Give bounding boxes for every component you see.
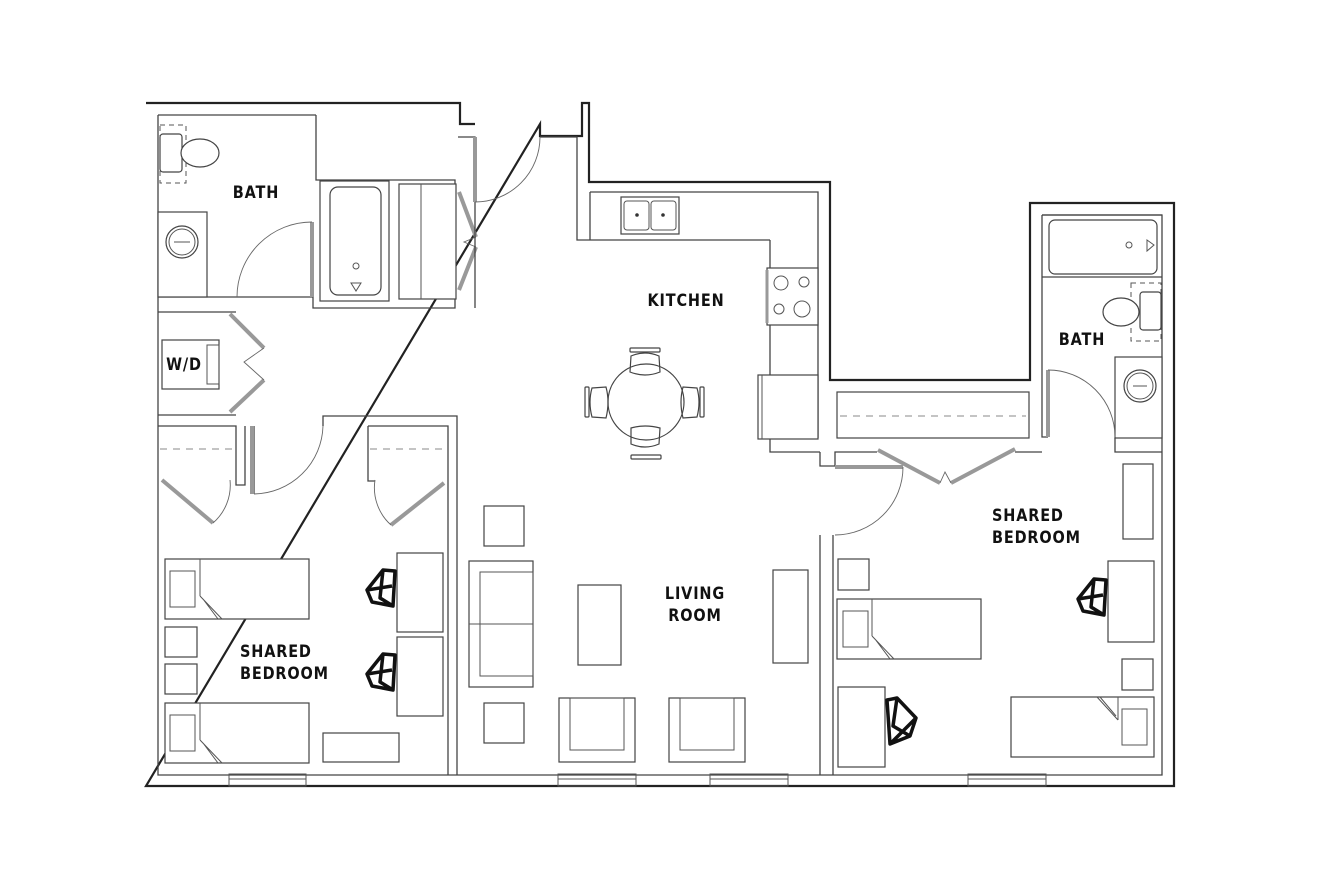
end-table	[483, 702, 525, 744]
desk-chair-icon	[365, 568, 397, 608]
nightstand	[837, 558, 870, 591]
sink-icon	[1114, 356, 1163, 439]
left-bedroom	[158, 415, 458, 775]
desk-chair-icon	[1076, 577, 1108, 617]
sofa-icon	[468, 560, 534, 688]
nightstand	[164, 626, 198, 658]
armchair-icon	[558, 697, 636, 763]
room-label-line: LIVING	[664, 584, 726, 604]
dining-table-icon	[584, 347, 705, 460]
toilet-icon	[1102, 282, 1162, 342]
bathtub-icon	[1048, 219, 1158, 275]
nightstand	[1121, 658, 1154, 691]
right-bath	[1041, 214, 1163, 453]
room-label-line: SHARED	[992, 506, 1064, 526]
right-bedroom	[836, 463, 1155, 768]
desk-chair-icon	[365, 652, 397, 692]
desk	[396, 552, 444, 633]
desk-chair-icon	[885, 696, 918, 746]
room-label-kitchen: KITCHEN	[647, 291, 725, 311]
end-table	[483, 505, 525, 547]
linen-closet	[398, 183, 457, 300]
nightstand	[164, 663, 198, 695]
armchair-icon	[668, 697, 746, 763]
kitchen	[584, 192, 820, 460]
coffee-table	[577, 584, 622, 666]
bed-icon	[164, 702, 310, 764]
room-label-line: SHARED	[240, 642, 312, 662]
kitchen-sink-icon	[620, 196, 680, 235]
dresser	[322, 732, 400, 763]
tv-console	[772, 569, 809, 664]
living-room	[468, 505, 809, 763]
bed-icon	[1010, 696, 1155, 758]
room-label-line: BEDROOM	[240, 664, 329, 684]
room-label-bath-right: BATH	[1058, 330, 1106, 350]
room-label-line: BEDROOM	[992, 528, 1081, 548]
room-label-bedroom-left: SHARED BEDROOM	[228, 641, 329, 685]
room-label-bedroom-right: SHARED BEDROOM	[980, 505, 1081, 549]
toilet-icon	[159, 124, 220, 184]
entry-door	[458, 136, 819, 438]
room-label-washer-dryer: W/D	[166, 355, 202, 375]
bath-door	[236, 221, 314, 298]
washer-dryer-closet	[158, 311, 266, 416]
stove-icon	[765, 267, 819, 326]
linen-bifold-door	[457, 191, 478, 291]
desk	[396, 636, 444, 717]
right-closet	[819, 391, 1042, 775]
room-label-bath-left: BATH	[232, 183, 280, 203]
desk	[1107, 560, 1155, 643]
sink-icon	[157, 211, 208, 298]
left-bath	[157, 115, 478, 309]
room-label-line: ROOM	[668, 606, 722, 626]
wardrobe	[1122, 463, 1154, 540]
room-label-living-room: LIVING ROOM	[661, 583, 729, 627]
desk	[837, 686, 886, 768]
bed-icon	[164, 558, 310, 620]
bathtub-icon	[319, 180, 390, 302]
windows	[228, 773, 1047, 787]
refrigerator-icon	[757, 374, 820, 453]
bed-icon	[836, 598, 982, 660]
